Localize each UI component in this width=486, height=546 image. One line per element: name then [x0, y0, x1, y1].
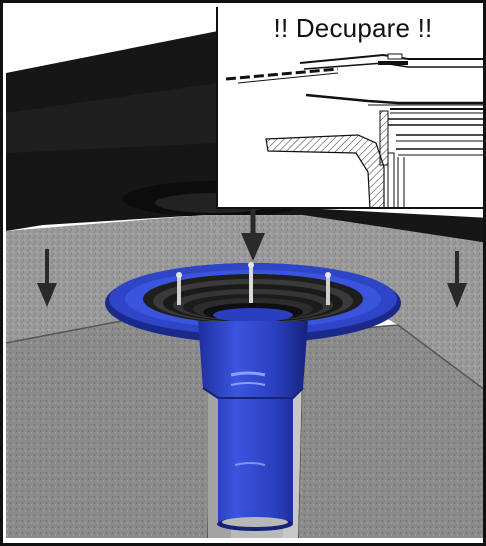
cross-section-drawing — [225, 53, 483, 207]
insulation-face-right — [298, 325, 483, 538]
cutout-detail-inset: !! Decupare !! — [216, 7, 483, 209]
insulation-face-left — [6, 315, 213, 538]
membrane-sheet — [6, 31, 483, 243]
inset-title: !! Decupare !! — [273, 13, 433, 43]
down-arrow-icon — [447, 251, 467, 308]
drain-body — [105, 262, 401, 531]
down-arrow-icon — [37, 249, 57, 307]
insulation-top-left — [6, 215, 258, 343]
down-arrow-icon — [241, 208, 265, 261]
